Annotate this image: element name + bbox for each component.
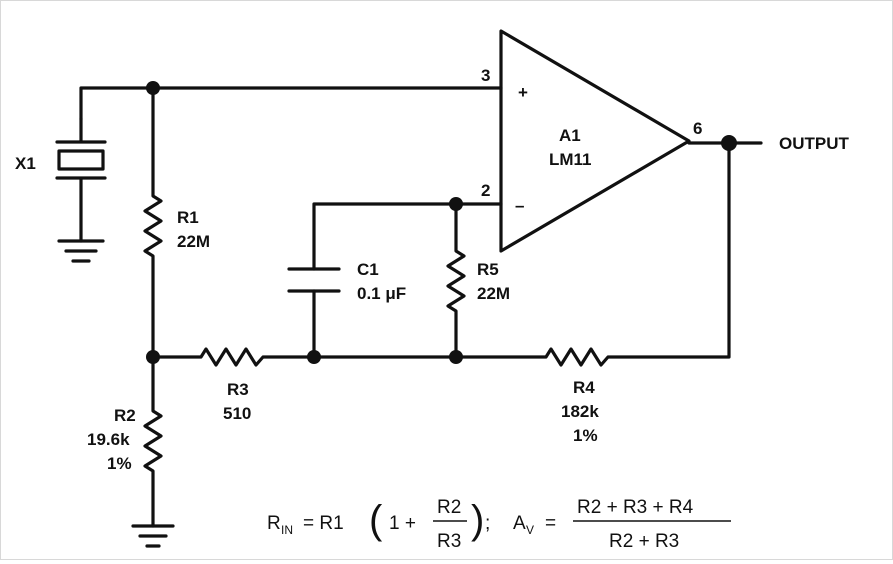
av-equals: = [545,513,556,534]
r5-value-label: 22M [477,284,510,303]
formula: R IN = R1 ( 1 + R2 R3 ) ; A V = R2 + R3 … [267,497,731,552]
ground-x1-icon [57,239,105,263]
r4-tol-label: 1% [573,426,598,445]
resistor-r5-symbol [446,202,466,359]
opamp-ref-label: A1 [559,126,581,145]
output-label: OUTPUT [779,134,850,153]
rin-right-paren: ) [471,498,484,542]
x1-label: X1 [15,154,36,173]
c1-value-label: 0.1 μF [357,284,406,303]
r4-ref-label: R4 [573,378,595,397]
wire-inverting-input [312,202,503,271]
av-denominator: R2 + R3 [609,531,679,552]
r2-value-label: 19.6k [87,430,130,449]
junction-dot [146,81,160,95]
pin-2-label: 2 [481,181,490,200]
r4-value-label: 182k [561,402,599,421]
r3-ref-label: R3 [227,380,249,399]
pin-3-label: 3 [481,66,490,85]
opamp-a1-symbol [499,29,691,253]
rin-symbol: R [267,513,281,534]
junction-dot [449,350,463,364]
r2-ref-label: R2 [114,406,136,425]
junction-dot [449,197,463,211]
r1-ref-label: R1 [177,208,199,227]
formula-separator: ; [485,513,490,534]
rin-left-paren: ( [369,498,383,542]
rin-equals: = R1 [303,513,344,534]
rin-one-plus: 1 + [389,513,416,534]
r3-value-label: 510 [223,404,251,423]
wire-top-noninverting [79,86,503,121]
rin-subscript: IN [281,523,293,537]
av-symbol: A [513,513,526,534]
crystal-x1-symbol [55,117,107,243]
av-subscript: V [526,523,534,537]
opamp-part-label: LM11 [549,150,592,169]
r5-ref-label: R5 [477,260,499,279]
junction-dot [146,350,160,364]
ground-r2-icon [131,524,175,548]
rin-numerator: R2 [437,497,461,518]
r1-value-label: 22M [177,232,210,251]
opamp-plus-sign: + [518,83,528,102]
resistor-r2-symbol [143,355,163,528]
junction-dot [721,135,737,151]
pin-6-label: 6 [693,119,702,138]
rin-denominator: R3 [437,531,461,552]
capacitor-c1-symbol [287,267,341,359]
opamp-minus-sign: – [515,196,524,215]
resistor-r3-symbol [151,347,316,367]
av-numerator: R2 + R3 + R4 [577,497,694,518]
resistor-r1-symbol [143,86,163,359]
resistor-r4-symbol [454,141,731,367]
c1-ref-label: C1 [357,260,379,279]
junction-dot [307,350,321,364]
r2-tol-label: 1% [107,454,132,473]
